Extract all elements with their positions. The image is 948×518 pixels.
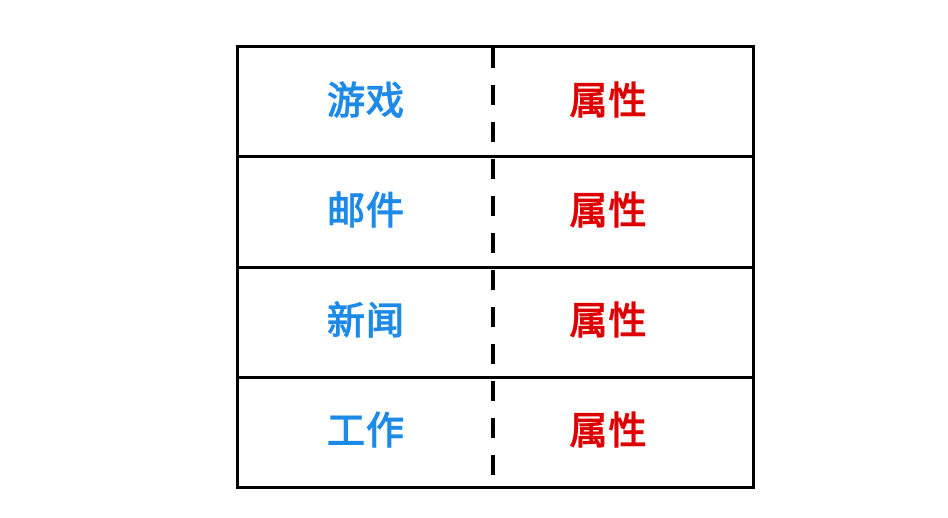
- category-cell: 邮件: [239, 158, 493, 265]
- table-row: 新闻 属性: [239, 265, 752, 376]
- category-label: 邮件: [326, 190, 405, 233]
- category-label: 游戏: [326, 80, 405, 123]
- table-row: 游戏 属性: [239, 48, 752, 155]
- attribute-label: 属性: [569, 411, 648, 454]
- category-label: 新闻: [326, 301, 405, 344]
- category-cell: 游戏: [239, 48, 493, 155]
- category-label: 工作: [326, 411, 405, 454]
- attribute-cell: 属性: [493, 48, 752, 155]
- category-cell: 新闻: [239, 269, 493, 376]
- table-row: 邮件 属性: [239, 155, 752, 265]
- table-row: 工作 属性: [239, 375, 752, 486]
- attribute-label: 属性: [569, 301, 648, 344]
- attribute-label: 属性: [569, 190, 648, 233]
- attribute-label: 属性: [569, 80, 648, 123]
- category-cell: 工作: [239, 379, 493, 486]
- attribute-table: 游戏 属性 邮件 属性 新闻 属性 工作: [236, 45, 755, 489]
- attribute-cell: 属性: [493, 269, 752, 376]
- attribute-cell: 属性: [493, 158, 752, 265]
- attribute-cell: 属性: [493, 379, 752, 486]
